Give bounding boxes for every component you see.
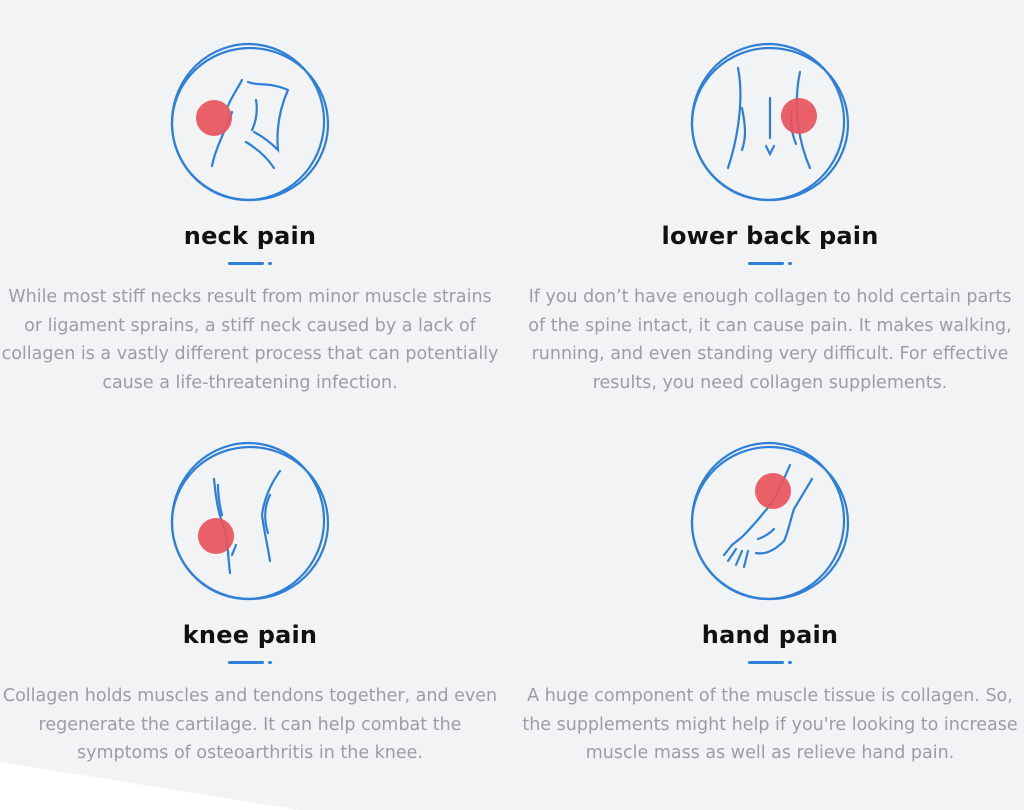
card-hand-pain: hand pain A huge component of the muscle… — [520, 437, 1020, 768]
knee-pain-icon — [170, 441, 330, 601]
title-divider — [0, 261, 500, 265]
card-description: If you don’t have enough collagen to hol… — [528, 287, 1012, 393]
title-divider — [520, 261, 1020, 265]
title-divider — [0, 660, 500, 664]
card-description: A huge component of the muscle tissue is… — [522, 686, 1018, 763]
card-neck-pain: neck pain While most stiff necks result … — [0, 38, 500, 397]
hand-pain-icon — [690, 441, 850, 601]
card-description: While most stiff necks result from minor… — [1, 287, 499, 393]
card-description: Collagen holds muscles and tendons toget… — [2, 686, 498, 763]
card-knee-pain: knee pain Collagen holds muscles and ten… — [0, 437, 500, 768]
lower-back-pain-icon — [690, 42, 850, 202]
neck-pain-icon — [170, 42, 330, 202]
card-title: neck pain — [183, 222, 317, 250]
card-title: hand pain — [701, 621, 839, 649]
title-divider — [520, 660, 1020, 664]
card-title: lower back pain — [661, 222, 879, 250]
card-title: knee pain — [182, 621, 318, 649]
card-lower-back-pain: lower back pain If you don’t have enough… — [520, 38, 1020, 397]
corner-decoration — [0, 762, 300, 810]
